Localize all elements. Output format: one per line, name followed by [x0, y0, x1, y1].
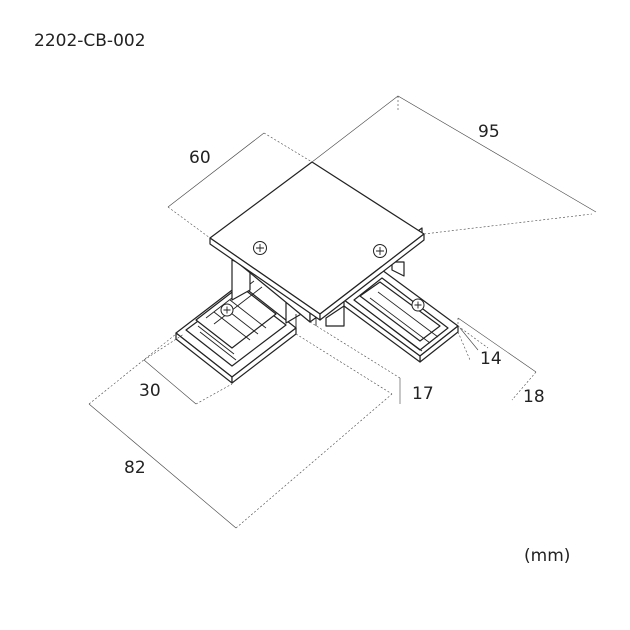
- dimension-label-17: 17: [412, 384, 434, 404]
- dimension-label-18: 18: [523, 387, 545, 407]
- dimension-label-82: 82: [124, 458, 146, 478]
- screw-icon: [220, 303, 234, 317]
- model-number: 2202-CB-002: [34, 31, 146, 51]
- dimension-label-14: 14: [480, 349, 502, 369]
- units-label: (mm): [524, 546, 571, 566]
- screw-icon: [411, 298, 425, 312]
- screw-icon: [253, 241, 267, 255]
- dimension-label-95: 95: [478, 122, 500, 142]
- dimension-label-30: 30: [139, 381, 161, 401]
- right-arm: [325, 261, 459, 363]
- left-arm: [175, 259, 309, 384]
- screw-icon: [373, 244, 387, 258]
- dimension-label-60: 60: [189, 148, 211, 168]
